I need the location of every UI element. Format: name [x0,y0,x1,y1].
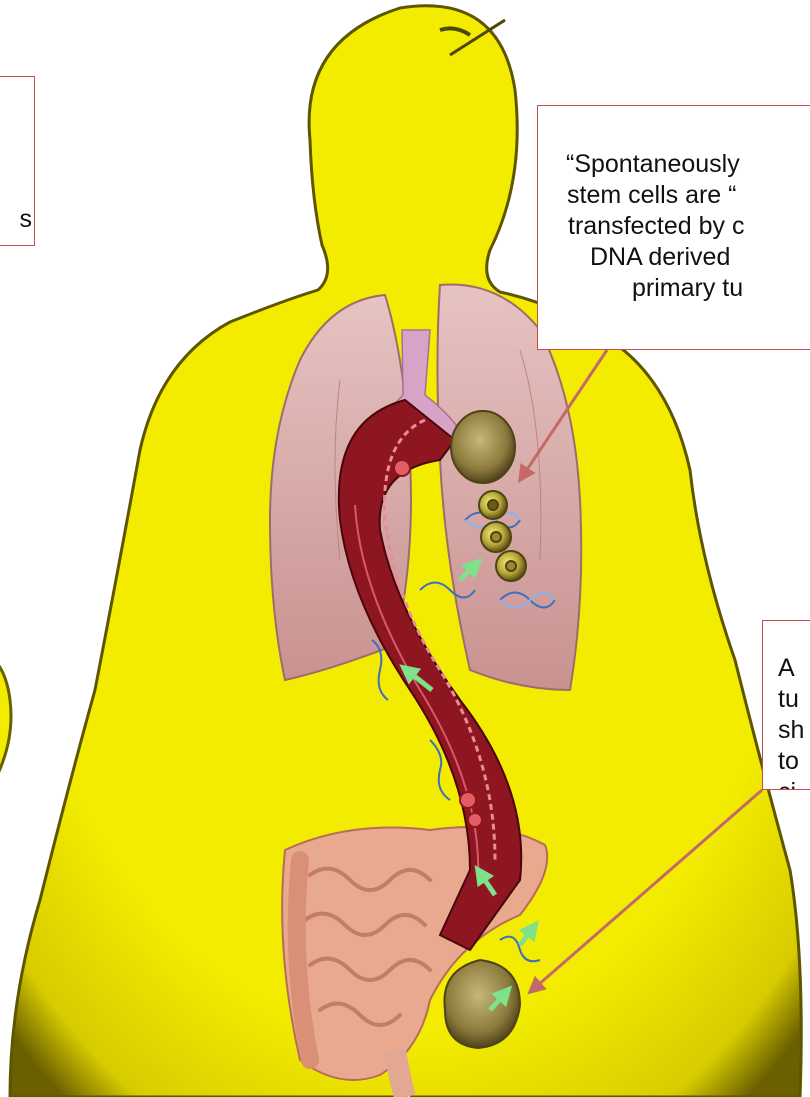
callout-box-bottom-right: A tu sh to ci [762,620,810,790]
callout-text-line: A [778,653,810,684]
callout-text-line: “Spontaneously [566,149,810,180]
callout-text-line: primary tu [566,273,810,304]
blood-cell [460,792,476,808]
callout-box-left: s [0,76,35,246]
rectum [395,1050,405,1097]
colon-tumor [444,960,520,1048]
lung-tumor [451,411,515,483]
callout-text-line: DNA derived [566,242,810,273]
callout-text-line: to [778,746,810,777]
blood-cell [468,813,482,827]
callout-text-line: sh [778,715,810,746]
callout-text-line: tu [778,684,810,715]
callout-text-line: transfected by c [566,211,810,242]
left-arm-fragment [0,650,11,790]
callout-text-line: stem cells are “ [566,180,810,211]
callout-text-line: ci [778,777,810,790]
blood-cell [394,460,410,476]
callout-text-line: s [0,204,34,235]
callout-box-top-right: “Spontaneously stem cells are “ transfec… [537,105,810,350]
